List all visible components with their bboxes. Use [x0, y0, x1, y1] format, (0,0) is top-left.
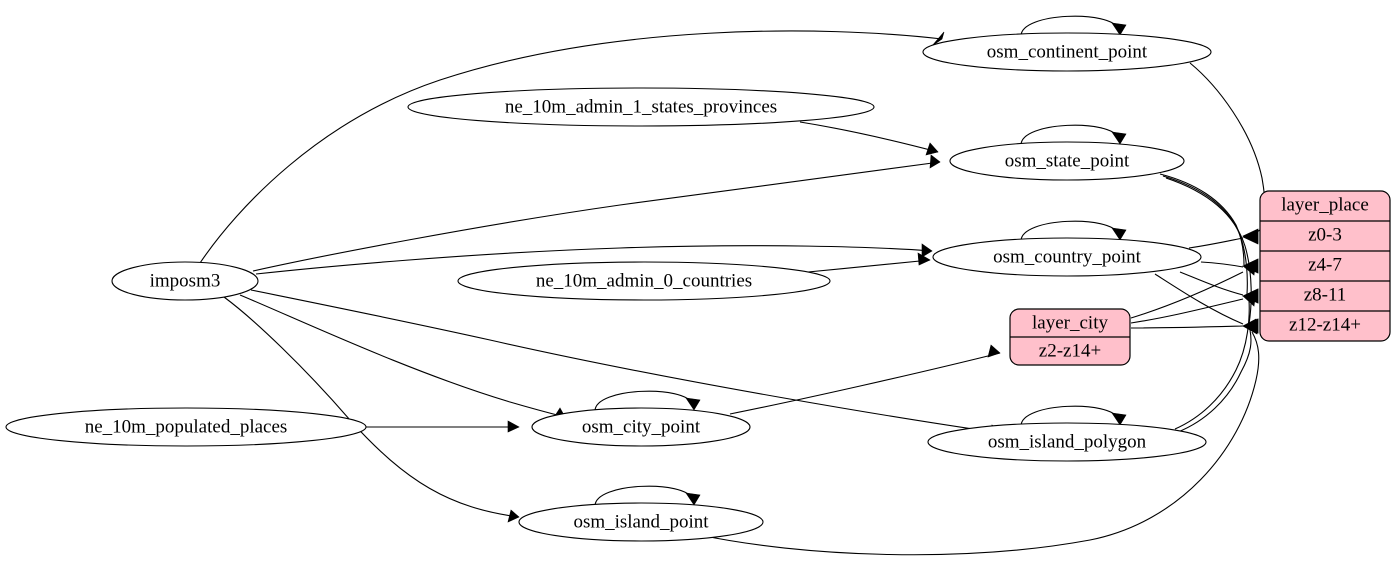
layer-place-row-z0-3[interactable]: z0-3 — [1308, 224, 1342, 245]
edge-layer-city-to-layer-place-z8-11 — [1130, 291, 1257, 324]
edge-self-loop-osm-continent-point — [1020, 15, 1127, 37]
node-osm-island-polygon[interactable]: osm_island_polygon — [927, 422, 1207, 462]
edge-self-loop-osm-island-polygon — [1020, 405, 1127, 427]
edge-self-loop-osm-state-point — [1020, 124, 1127, 146]
node-osm-city-point[interactable]: osm_city_point — [531, 407, 751, 447]
node-label-osm-island-point: osm_island_point — [573, 511, 709, 532]
node-imposm3[interactable]: imposm3 — [111, 261, 259, 301]
node-layer-city[interactable]: layer_city z2-z14+ — [1009, 308, 1131, 366]
edge-self-loop-osm-country-point — [1020, 220, 1127, 242]
node-label-osm-state-point: osm_state_point — [1005, 150, 1130, 171]
edge-imposm3-to-osm-country-point — [255, 243, 933, 275]
edge-imposm3-to-osm-city-point — [239, 294, 566, 420]
node-osm-country-point[interactable]: osm_country_point — [932, 237, 1202, 277]
node-layer: imposm3 ne_10m_admin_1_states_provinces … — [5, 32, 1391, 542]
edge-ne-countries-to-osm-country-point — [807, 252, 931, 273]
edge-osm-island-point-to-layer-place-z12-z14 — [699, 319, 1260, 556]
node-ne-10m-populated-places[interactable]: ne_10m_populated_places — [5, 407, 367, 447]
layer-city-header: layer_city — [1032, 312, 1108, 333]
node-label-ne-countries: ne_10m_admin_0_countries — [536, 270, 752, 291]
layer-place-row-z12-z14[interactable]: z12-z14+ — [1289, 314, 1361, 335]
edge-ne-populated-to-osm-city-point — [366, 420, 520, 433]
node-osm-island-point[interactable]: osm_island_point — [518, 502, 764, 542]
node-label-ne-states: ne_10m_admin_1_states_provinces — [505, 96, 777, 117]
edge-self-loop-osm-island-point — [594, 485, 701, 507]
layer-city-row-z2-z14[interactable]: z2-z14+ — [1039, 340, 1101, 361]
edge-osm-island-polygon-to-layer-place-z8-11 — [1174, 288, 1259, 430]
edge-imposm3-to-osm-continent-point — [199, 30, 945, 264]
node-ne-10m-admin-0-countries[interactable]: ne_10m_admin_0_countries — [457, 261, 831, 301]
node-layer-place[interactable]: layer_place z0-3 z4-7 z8-11 z12-z14+ — [1259, 190, 1391, 342]
node-label-osm-country-point: osm_country_point — [993, 246, 1141, 267]
node-osm-continent-point[interactable]: osm_continent_point — [922, 32, 1212, 72]
edge-self-loop-osm-city-point — [594, 390, 701, 412]
edge-layer-city-to-layer-place-z4-7 — [1130, 260, 1257, 319]
edge-osm-island-polygon-to-layer-place-z12-z14 — [1177, 318, 1259, 433]
edge-osm-city-point-to-layer-city — [729, 344, 1001, 415]
node-label-osm-city-point: osm_city_point — [582, 416, 701, 437]
edge-imposm3-to-osm-state-point — [252, 154, 941, 272]
layer-place-header: layer_place — [1281, 194, 1369, 215]
layer-place-box[interactable] — [1259, 190, 1391, 342]
layer-place-row-z4-7[interactable]: z4-7 — [1308, 254, 1342, 275]
node-ne-10m-admin-1-states-provinces[interactable]: ne_10m_admin_1_states_provinces — [407, 87, 875, 127]
node-label-osm-continent-point: osm_continent_point — [987, 41, 1148, 62]
layer-place-row-z8-11[interactable]: z8-11 — [1304, 284, 1347, 305]
node-label-osm-island-polygon: osm_island_polygon — [988, 431, 1147, 452]
node-osm-state-point[interactable]: osm_state_point — [949, 141, 1185, 181]
node-label-ne-populated: ne_10m_populated_places — [85, 416, 288, 437]
edge-ne-states-to-osm-state-point — [799, 121, 939, 156]
edge-osm-country-point-to-layer-place-z0-3 — [1188, 229, 1259, 249]
node-label-imposm3: imposm3 — [150, 270, 221, 291]
